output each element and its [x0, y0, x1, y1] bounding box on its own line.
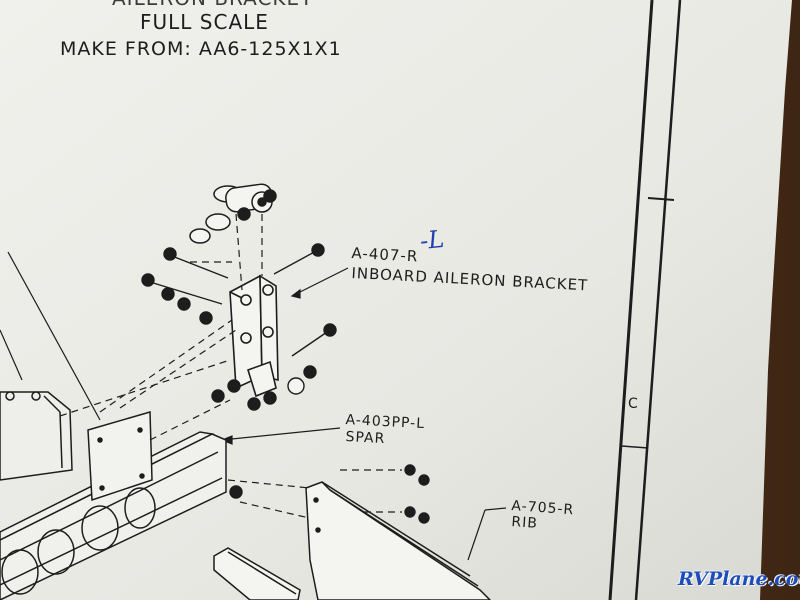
rib-drawing [305, 481, 492, 600]
sheet-title-line3: MAKE FROM: AA6-125X1X1 [60, 38, 342, 60]
doubler-plate [87, 411, 153, 502]
sheet-title-line2: FULL SCALE [140, 10, 269, 34]
hardware [141, 243, 430, 524]
assembly-lines [59, 213, 402, 521]
rod-end-assembly [189, 183, 277, 244]
aileron-part [0, 391, 73, 481]
watermark: RVPlane.com [678, 568, 800, 590]
border-zone-letter: C [628, 396, 639, 412]
sheet-title-line1: AILERON BRACKET [112, 0, 313, 10]
leader-lines [0, 251, 507, 561]
sheet-border [608, 0, 682, 600]
flange-drawing [213, 547, 301, 600]
inboard-aileron-bracket [229, 274, 279, 398]
part-description-spar: SPAR [345, 429, 386, 448]
part-description-rib: RIB [510, 514, 539, 532]
part-number-bracket: A-407-R [351, 244, 419, 266]
handwritten-correction: -L [418, 224, 446, 256]
